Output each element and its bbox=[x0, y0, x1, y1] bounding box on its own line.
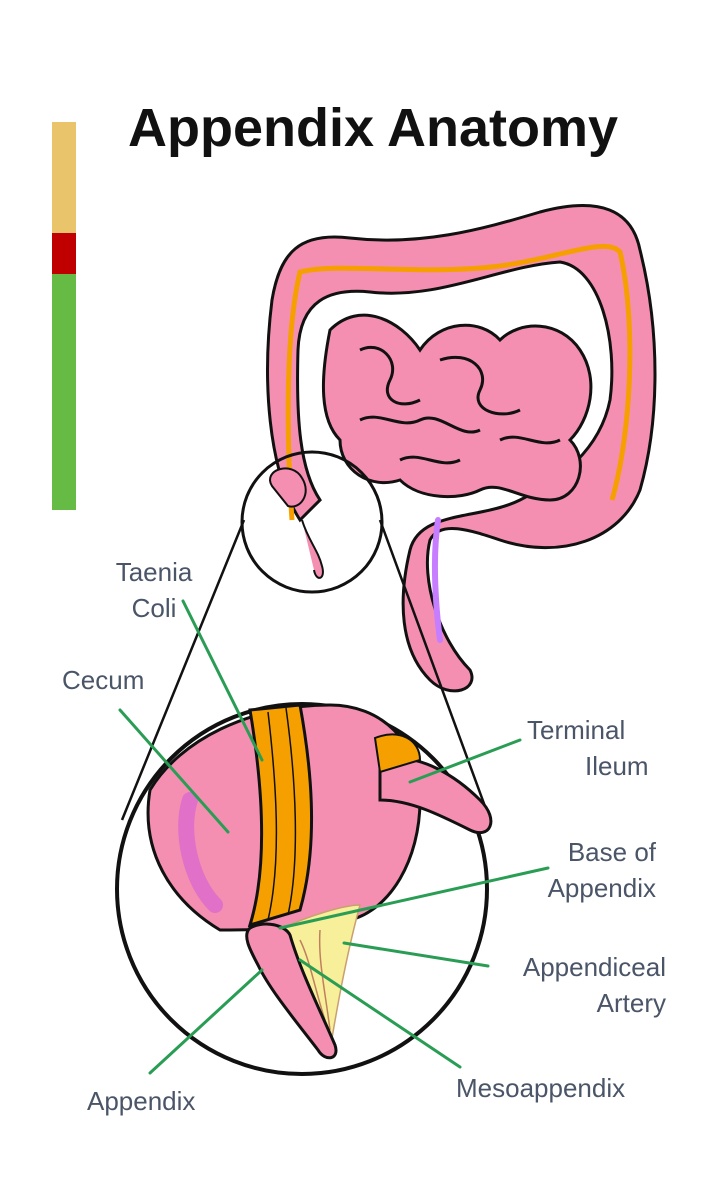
zoom-cone-right bbox=[378, 519, 492, 821]
color-bar-top bbox=[52, 122, 76, 233]
label-appendiceal-artery: Appendiceal Artery bbox=[496, 949, 666, 1021]
small-intestine bbox=[322, 313, 593, 502]
color-bar-middle bbox=[52, 233, 76, 274]
large-intestine bbox=[266, 204, 657, 693]
label-mesoappendix: Mesoappendix bbox=[456, 1073, 626, 1103]
label-terminal-line1: Terminal bbox=[527, 715, 626, 745]
label-taenia-line1: Taenia bbox=[115, 557, 193, 587]
label-taenia-line2: Coli bbox=[131, 593, 177, 623]
label-cecum: Cecum bbox=[62, 665, 145, 695]
label-taenia-coli: Taenia Coli bbox=[106, 554, 202, 626]
page-title: Appendix Anatomy bbox=[128, 98, 619, 158]
label-terminal-line2: Ileum bbox=[585, 751, 649, 781]
label-appendix: Appendix bbox=[87, 1086, 196, 1116]
label-base-of-appendix: Base of Appendix bbox=[520, 834, 656, 906]
color-bar-bottom bbox=[52, 274, 76, 510]
label-artery-line2: Artery bbox=[596, 988, 666, 1018]
leader-lines bbox=[118, 599, 550, 1075]
label-base-line2: Appendix bbox=[547, 873, 656, 903]
zoom-circle-small bbox=[240, 450, 384, 594]
label-artery-line1: Appendiceal bbox=[522, 952, 666, 982]
zoom-detail bbox=[115, 702, 493, 1076]
label-base-line1: Base of bbox=[567, 837, 656, 867]
zoom-cone-left bbox=[120, 519, 246, 821]
label-terminal-ileum: Terminal Ileum bbox=[527, 712, 649, 784]
